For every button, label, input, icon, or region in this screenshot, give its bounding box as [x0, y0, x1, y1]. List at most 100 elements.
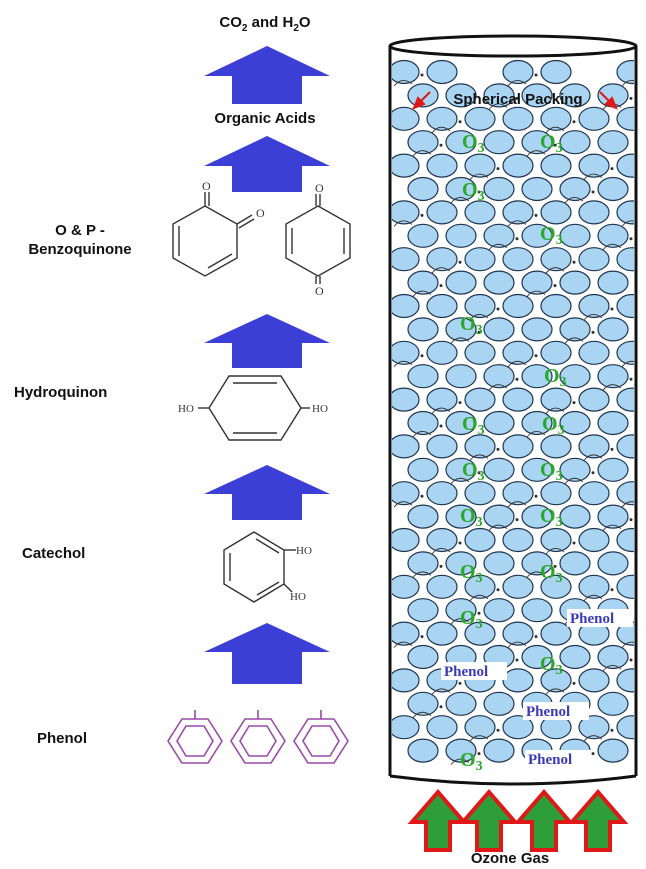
packing-bead [502, 574, 534, 599]
flow-mark [602, 524, 622, 531]
packing-bead [540, 574, 572, 599]
packing-bead [559, 223, 591, 248]
packing-bead [540, 340, 572, 365]
flow-dot [458, 120, 462, 124]
phenol-molecule-label: Phenol [444, 664, 488, 680]
packing-bead [426, 574, 458, 599]
packing-bead [464, 481, 496, 506]
flow-dot [610, 307, 614, 311]
packing-bead [578, 106, 610, 131]
packing-bead [392, 527, 420, 553]
packing-bead [502, 434, 534, 459]
flow-mark [621, 80, 634, 87]
packing-bead [426, 715, 458, 740]
packing-bead [502, 715, 534, 740]
flow-dot [458, 401, 462, 405]
packing-bead [407, 176, 439, 202]
flow-dot [420, 213, 424, 217]
packing-bead [407, 644, 439, 670]
flow-dot [420, 73, 424, 77]
flow-mark [450, 758, 470, 765]
flow-dot [477, 330, 481, 334]
flow-dot [629, 518, 633, 522]
phenol-label-backdrop [523, 702, 589, 720]
flow-dot [515, 658, 519, 662]
reactor-column [388, 34, 646, 786]
up-arrow-icon [513, 788, 575, 852]
packing-bead [392, 621, 420, 646]
packing-bead [559, 317, 591, 342]
packing-bead [578, 247, 610, 272]
flow-mark [393, 80, 413, 87]
packing-bead [616, 153, 634, 178]
flow-mark [583, 173, 603, 180]
packing-bead [407, 504, 439, 529]
flow-dot [439, 284, 443, 288]
packing-bead [597, 364, 629, 389]
ozone-molecule-label: O3 [460, 313, 483, 338]
packing-bead [616, 668, 634, 693]
phenol-ring-icon [293, 710, 349, 764]
flow-mark [641, 572, 646, 578]
packing-bead [578, 527, 610, 553]
packing-bead [445, 504, 477, 529]
packing-bead [616, 293, 634, 319]
packing-bead [445, 457, 477, 482]
packing-bead [445, 738, 477, 763]
flow-mark [583, 735, 603, 742]
ozone-molecule-label: O3 [540, 459, 563, 484]
packing-bead [464, 153, 496, 178]
packing-bead [597, 270, 629, 295]
packing-bead [540, 200, 572, 225]
packing-bead [483, 598, 515, 623]
flow-mark [393, 641, 413, 648]
co2-subscript: 2 [241, 23, 248, 34]
phenol-rings [167, 710, 349, 764]
packing-bead [464, 715, 496, 740]
ozone-molecule-label: O3 [540, 561, 563, 586]
packing-bead [483, 738, 515, 763]
flow-dot [629, 237, 633, 241]
o-label-part: O [298, 14, 311, 31]
organic-acids-label: Organic Acids [214, 110, 316, 127]
packing-bead [540, 481, 572, 506]
flow-dot [591, 752, 595, 756]
packing-bead [426, 293, 458, 319]
flow-mark [431, 548, 451, 555]
packing-bead [464, 293, 496, 319]
flow-dot [629, 658, 633, 662]
packing-bead [521, 410, 553, 436]
flow-dot [534, 213, 538, 217]
flow-dot [477, 611, 481, 615]
flow-mark [545, 267, 565, 274]
packing-bead [521, 598, 553, 623]
packing-bead [445, 130, 477, 155]
packing-bead [521, 317, 553, 342]
flow-dot [477, 190, 481, 194]
packing-bead [521, 176, 553, 202]
flow-mark [507, 501, 527, 508]
flow-dot [534, 354, 538, 358]
packing-bead [540, 621, 572, 646]
phenol-molecule-label: Phenol [570, 611, 614, 627]
packing-bead [597, 504, 629, 529]
packing-bead [445, 83, 477, 108]
flow-dot [591, 471, 595, 475]
flow-dot [439, 424, 443, 428]
ozone-molecule-label: O3 [462, 459, 485, 484]
flow-mark [545, 688, 565, 695]
oxygen-atom-label: O [315, 284, 324, 298]
packing-bead [392, 481, 420, 506]
flow-dot [477, 752, 481, 756]
packing-bead [445, 691, 477, 716]
ozone-molecule-label: O3 [542, 413, 565, 438]
flow-mark [545, 548, 565, 555]
flow-dot [458, 260, 462, 264]
hydroquinone-structure [198, 375, 310, 441]
flow-dot [553, 424, 557, 428]
flow-mark [507, 360, 527, 368]
flow-mark [450, 618, 470, 625]
packing-bead [540, 247, 572, 272]
packing-bead [502, 621, 534, 646]
flow-mark [564, 477, 584, 485]
